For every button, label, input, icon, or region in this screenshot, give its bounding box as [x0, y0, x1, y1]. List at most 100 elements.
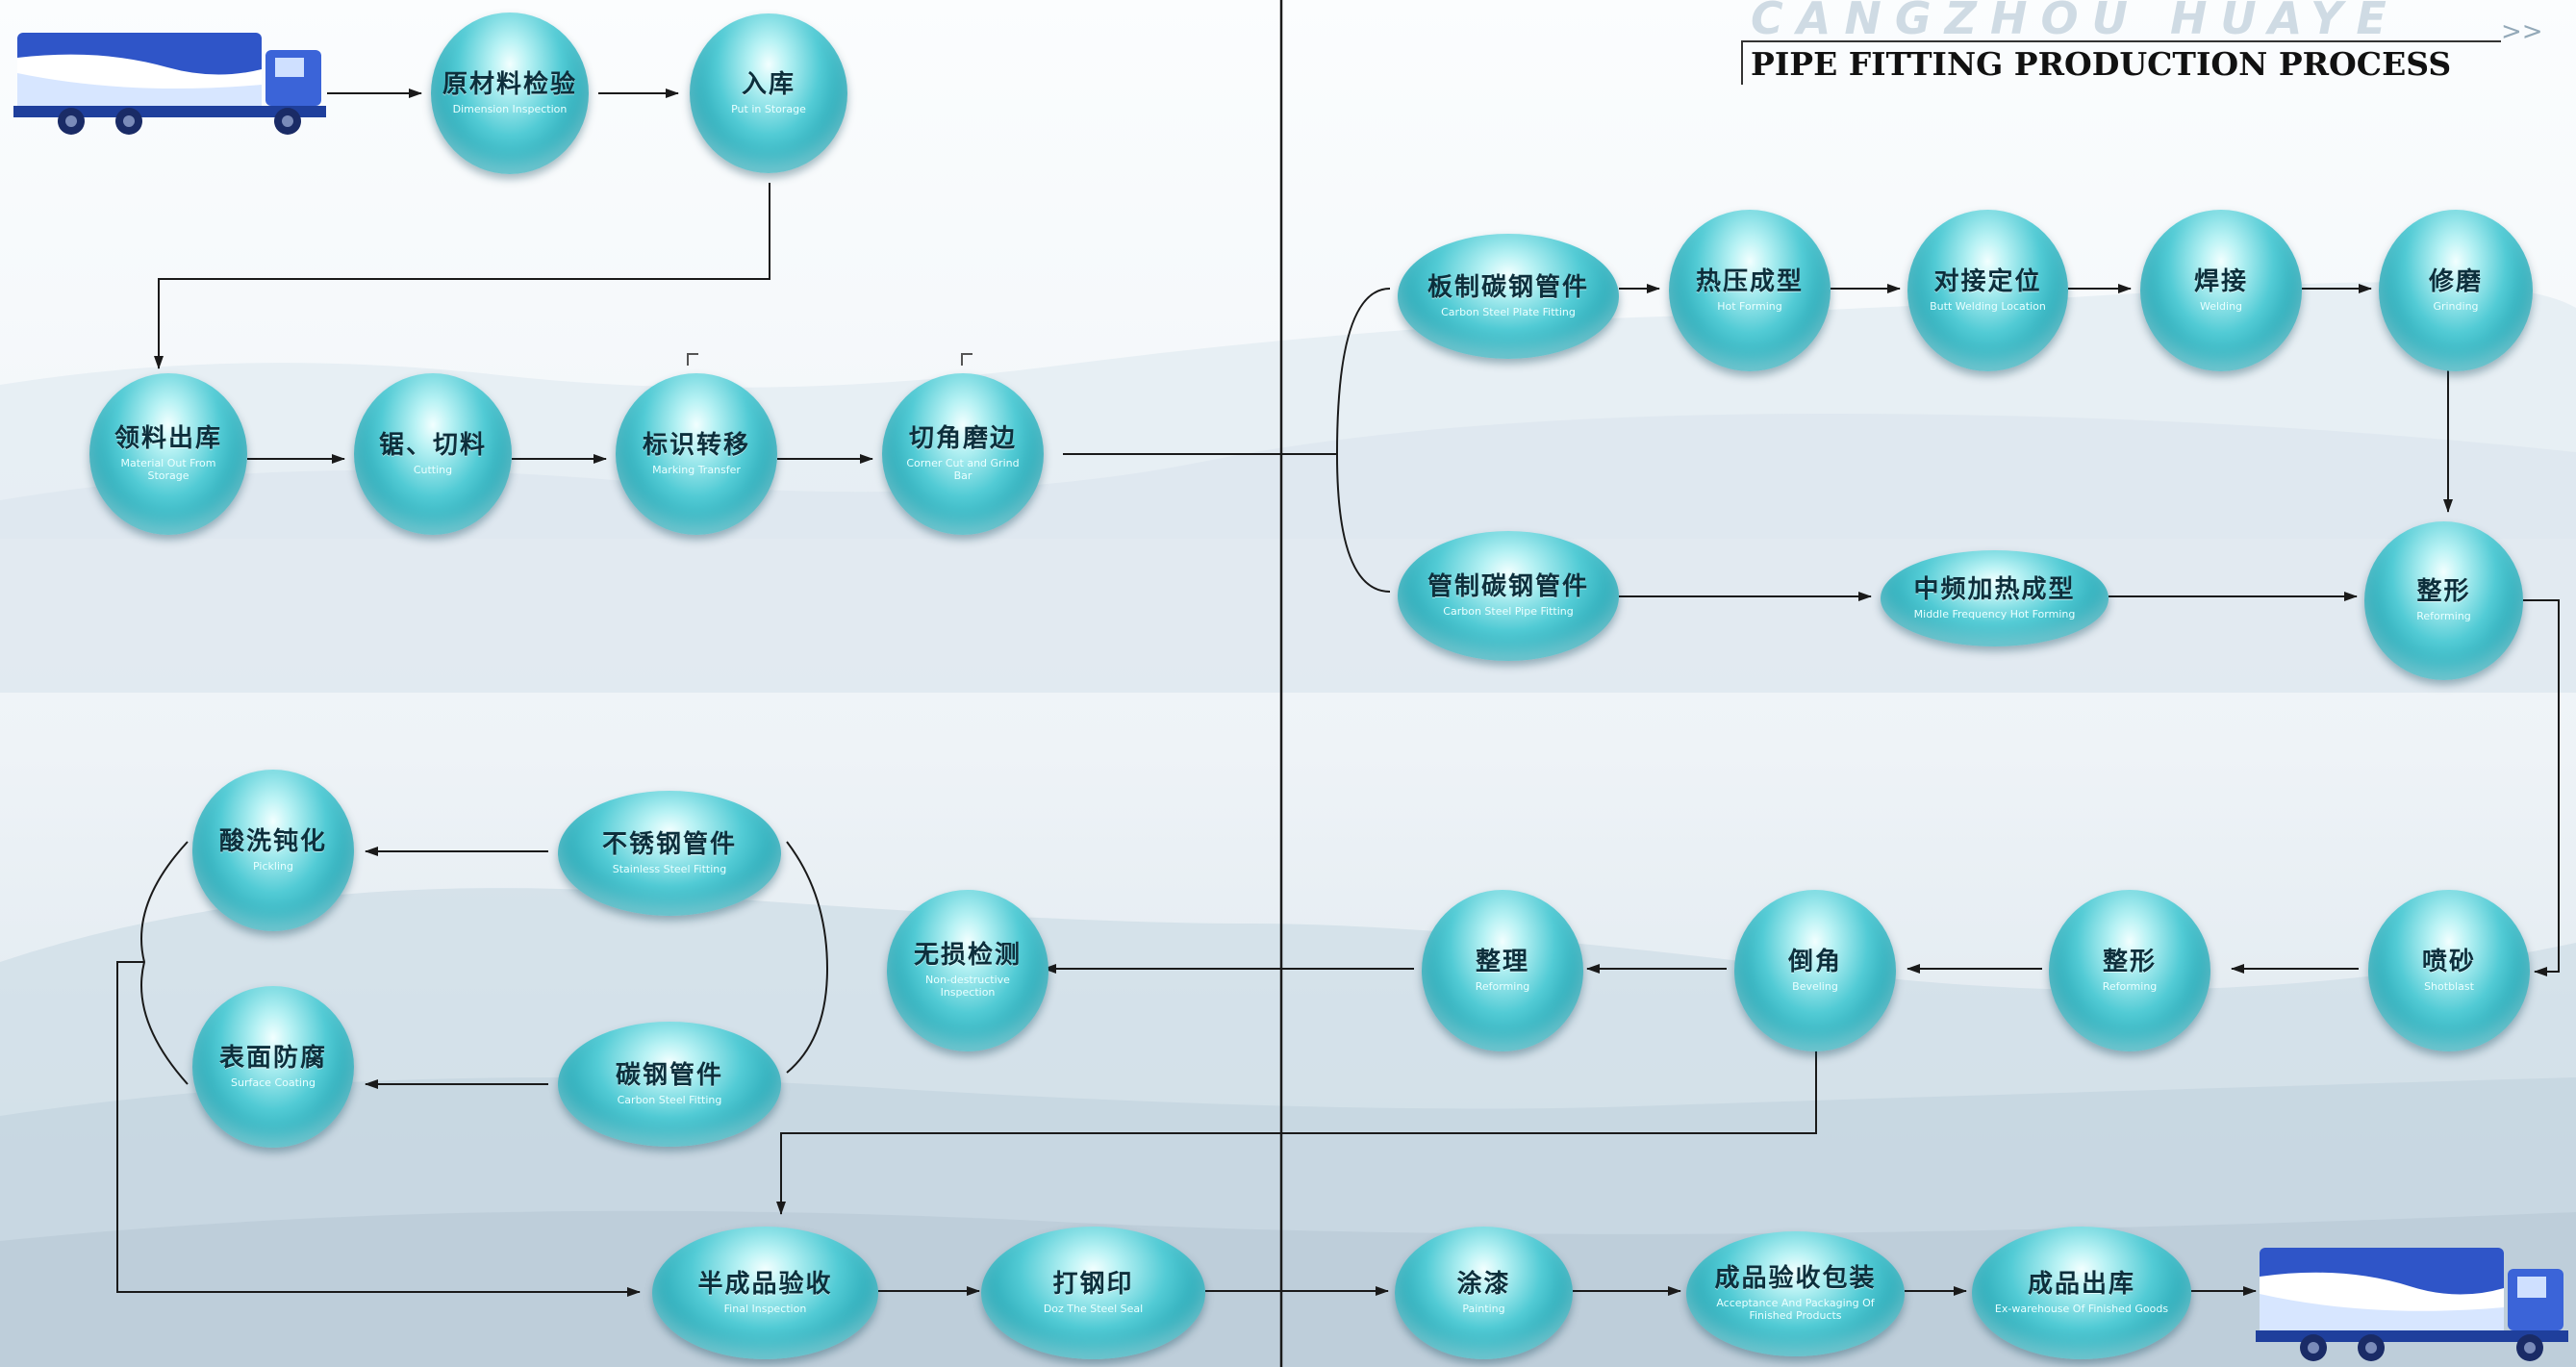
- node-label-en: Pickling: [253, 859, 293, 873]
- arrow-finish-to-semi: [116, 961, 641, 1297]
- process-node-butt-welding-location: 对接定位 Butt Welding Location: [1907, 210, 2068, 371]
- delivery-truck-icon: [13, 33, 326, 135]
- ndt-curve-up: [786, 841, 828, 970]
- node-label-zh: 热压成型: [1695, 266, 1804, 296]
- node-label-zh: 整形: [2416, 577, 2471, 607]
- brand-chevron-icon: >>: [2501, 17, 2543, 46]
- finish-merge-curve: [140, 841, 189, 1085]
- process-node-final-inspection: 半成品验收 Final Inspection: [652, 1227, 878, 1359]
- arrow-storage-to-material-out: [154, 183, 770, 369]
- process-node-acceptance-packaging: 成品验收包装 Acceptance And Packaging Of Finis…: [1686, 1231, 1905, 1356]
- process-node-hot-forming: 热压成型 Hot Forming: [1669, 210, 1831, 371]
- node-label-en: Dimension Inspection: [452, 102, 568, 115]
- node-label-zh: 切角磨边: [908, 423, 1017, 453]
- node-label-en: Carbon Steel Plate Fitting: [1441, 305, 1576, 318]
- node-label-en: Ex-warehouse Of Finished Goods: [1994, 1302, 2169, 1315]
- node-label-zh: 打钢印: [1052, 1269, 1134, 1299]
- node-label-en: Grinding: [2433, 299, 2479, 313]
- node-label-en: Put in Storage: [731, 102, 806, 115]
- node-label-en: Carbon Steel Fitting: [617, 1093, 722, 1106]
- process-node-put-in-storage: 入库 Put in Storage: [690, 13, 847, 173]
- diagram-title: PIPE FITTING PRODUCTION PROCESS: [1741, 40, 2501, 85]
- node-label-zh: 成品出库: [2027, 1269, 2135, 1299]
- delivery-truck-icon: [2256, 1248, 2568, 1361]
- node-label-zh: 管制碳钢管件: [1427, 572, 1589, 602]
- node-label-en: Butt Welding Location: [1930, 299, 2046, 313]
- node-label-en: Reforming: [2102, 979, 2158, 993]
- process-node-pickling: 酸洗钝化 Pickling: [192, 770, 354, 931]
- node-label-zh: 不锈钢管件: [601, 829, 737, 859]
- node-label-zh: 锯、切料: [378, 430, 487, 460]
- node-label-zh: 表面防腐: [218, 1043, 327, 1073]
- node-label-zh: 酸洗钝化: [218, 826, 327, 856]
- process-node-mf-hot-forming: 中频加热成型 Middle Frequency Hot Forming: [1881, 550, 2109, 646]
- node-label-en: Hot Forming: [1717, 299, 1782, 313]
- node-label-en: Material Out From Storage: [120, 456, 216, 483]
- node-label-en: Reforming: [1475, 979, 1530, 993]
- node-label-en: Marking Transfer: [652, 463, 741, 476]
- node-label-zh: 板制碳钢管件: [1427, 272, 1589, 302]
- brand-wordmark: CANGZHOU HUAYE: [1751, 0, 2400, 44]
- arrow-reform-to-shotblast: [2523, 599, 2560, 976]
- node-label-zh: 喷砂: [2421, 947, 2476, 976]
- node-label-zh: 焊接: [2193, 266, 2248, 296]
- node-label-en: Surface Coating: [231, 1076, 316, 1089]
- process-node-material-out: 领料出库 Material Out From Storage: [89, 373, 247, 535]
- arrow-bevel-to-semi: [776, 1049, 1817, 1215]
- process-node-stainless-fitting: 不锈钢管件 Stainless Steel Fitting: [558, 791, 781, 916]
- node-label-zh: 中频加热成型: [1913, 574, 2076, 604]
- process-node-surface-coating: 表面防腐 Surface Coating: [192, 986, 354, 1148]
- node-label-zh: 修磨: [2428, 266, 2483, 296]
- process-node-carbon-steel-plate: 板制碳钢管件 Carbon Steel Plate Fitting: [1398, 234, 1619, 359]
- node-label-en: Doz The Steel Seal: [1043, 1302, 1144, 1315]
- node-label-en: Middle Frequency Hot Forming: [1913, 607, 2076, 620]
- process-node-marking-transfer: 标识转移 Marking Transfer: [616, 373, 777, 535]
- process-node-steel-seal: 打钢印 Doz The Steel Seal: [981, 1227, 1205, 1359]
- node-label-zh: 领料出库: [114, 423, 222, 453]
- process-node-shotblast: 喷砂 Shotblast: [2368, 890, 2530, 1051]
- node-label-en: Welding: [2199, 299, 2243, 313]
- ndt-curve-down: [786, 968, 828, 1074]
- process-node-welding: 焊接 Welding: [2140, 210, 2302, 371]
- node-label-en: Corner Cut and Grind Bar: [906, 456, 1020, 483]
- node-label-en: Stainless Steel Fitting: [612, 862, 727, 875]
- process-node-reforming-b: 整形 Reforming: [2049, 890, 2210, 1051]
- node-label-en: Painting: [1462, 1302, 1505, 1315]
- node-label-en: Shotblast: [2424, 979, 2474, 993]
- node-label-zh: 原材料检验: [442, 69, 577, 99]
- node-label-zh: 倒角: [1787, 947, 1842, 976]
- tick-mark-1: [687, 353, 698, 366]
- node-label-zh: 入库: [741, 69, 796, 99]
- node-label-zh: 对接定位: [1933, 266, 2042, 296]
- process-node-ex-warehouse: 成品出库 Ex-warehouse Of Finished Goods: [1972, 1227, 2191, 1359]
- node-label-zh: 碳钢管件: [615, 1060, 723, 1090]
- node-label-zh: 无损检测: [913, 940, 1022, 970]
- process-node-painting: 涂漆 Painting: [1395, 1227, 1573, 1359]
- tick-mark-2: [961, 353, 972, 366]
- node-label-zh: 标识转移: [642, 430, 750, 460]
- process-node-grinding: 修磨 Grinding: [2379, 210, 2533, 371]
- node-label-en: Non-destructive Inspection: [925, 973, 1010, 1000]
- node-label-zh: 涂漆: [1456, 1269, 1511, 1299]
- process-node-carbon-fitting: 碳钢管件 Carbon Steel Fitting: [558, 1022, 781, 1147]
- process-node-reforming-c: 整理 Reforming: [1422, 890, 1583, 1051]
- node-label-zh: 整理: [1475, 947, 1529, 976]
- node-label-en: Cutting: [413, 463, 453, 476]
- process-node-raw-material-inspection: 原材料检验 Dimension Inspection: [431, 13, 589, 174]
- node-label-en: Reforming: [2416, 610, 2471, 623]
- node-label-zh: 整形: [2102, 947, 2157, 976]
- process-node-corner-cut-grind: 切角磨边 Corner Cut and Grind Bar: [882, 373, 1044, 535]
- split-curve-down: [1336, 453, 1391, 593]
- process-node-beveling: 倒角 Beveling: [1734, 890, 1896, 1051]
- node-label-en: Carbon Steel Pipe Fitting: [1443, 605, 1574, 619]
- node-label-en: Final Inspection: [723, 1302, 807, 1315]
- node-label-zh: 成品验收包装: [1714, 1263, 1877, 1293]
- process-node-ndt: 无损检测 Non-destructive Inspection: [887, 890, 1048, 1051]
- process-node-cutting: 锯、切料 Cutting: [354, 373, 512, 535]
- split-curve-up: [1336, 288, 1391, 455]
- process-node-reforming-a: 整形 Reforming: [2364, 521, 2523, 680]
- node-label-en: Beveling: [1792, 979, 1838, 993]
- node-label-zh: 半成品验收: [697, 1269, 833, 1299]
